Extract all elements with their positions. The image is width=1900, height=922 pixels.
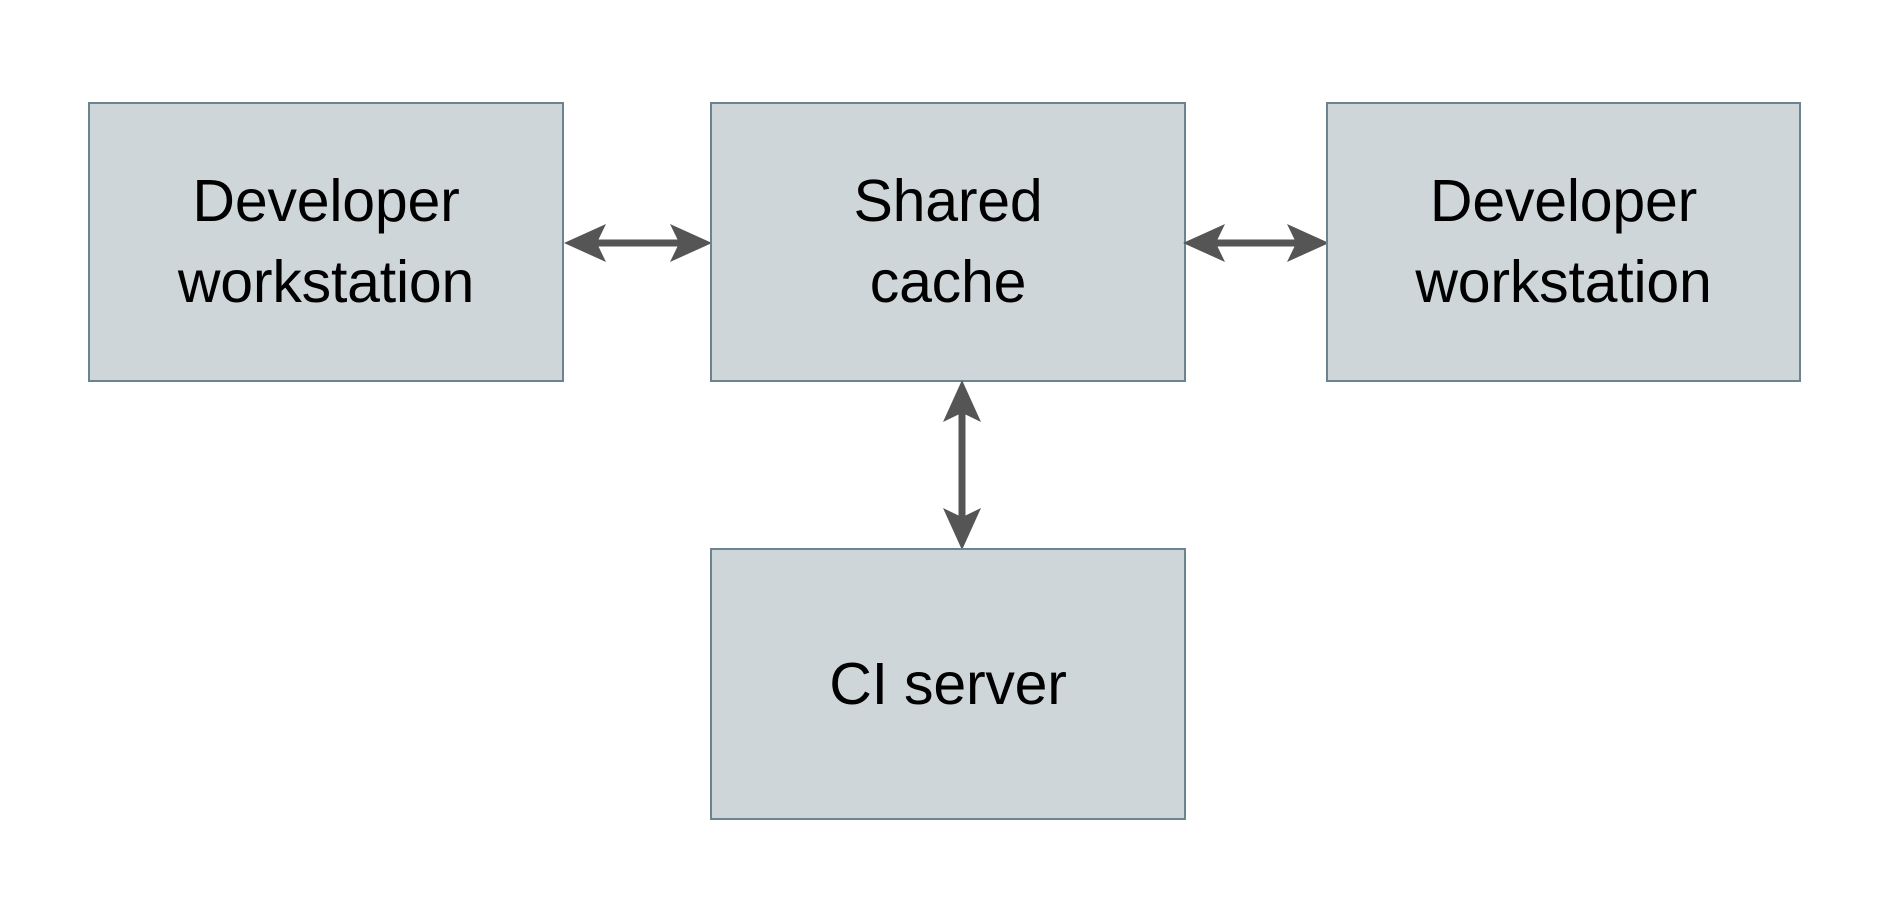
node-label: CI server bbox=[829, 650, 1067, 717]
node-shared-cache[interactable]: Shared cache bbox=[710, 102, 1186, 382]
bidirectional-arrow-icon bbox=[1183, 224, 1329, 262]
node-label: Developer workstation bbox=[1415, 168, 1712, 315]
edge-developer-left-to-shared-cache[interactable] bbox=[560, 212, 716, 274]
bidirectional-arrow-icon bbox=[943, 380, 981, 550]
node-developer-workstation-right[interactable]: Developer workstation bbox=[1326, 102, 1801, 382]
node-label: Shared cache bbox=[853, 168, 1043, 315]
node-developer-workstation-left[interactable]: Developer workstation bbox=[88, 102, 564, 382]
edge-shared-cache-to-ci-server[interactable] bbox=[931, 376, 993, 554]
node-ci-server[interactable]: CI server bbox=[710, 548, 1186, 820]
node-label: Developer workstation bbox=[177, 168, 475, 315]
edge-shared-cache-to-developer-right[interactable] bbox=[1180, 212, 1332, 274]
bidirectional-arrow-icon bbox=[564, 224, 712, 262]
